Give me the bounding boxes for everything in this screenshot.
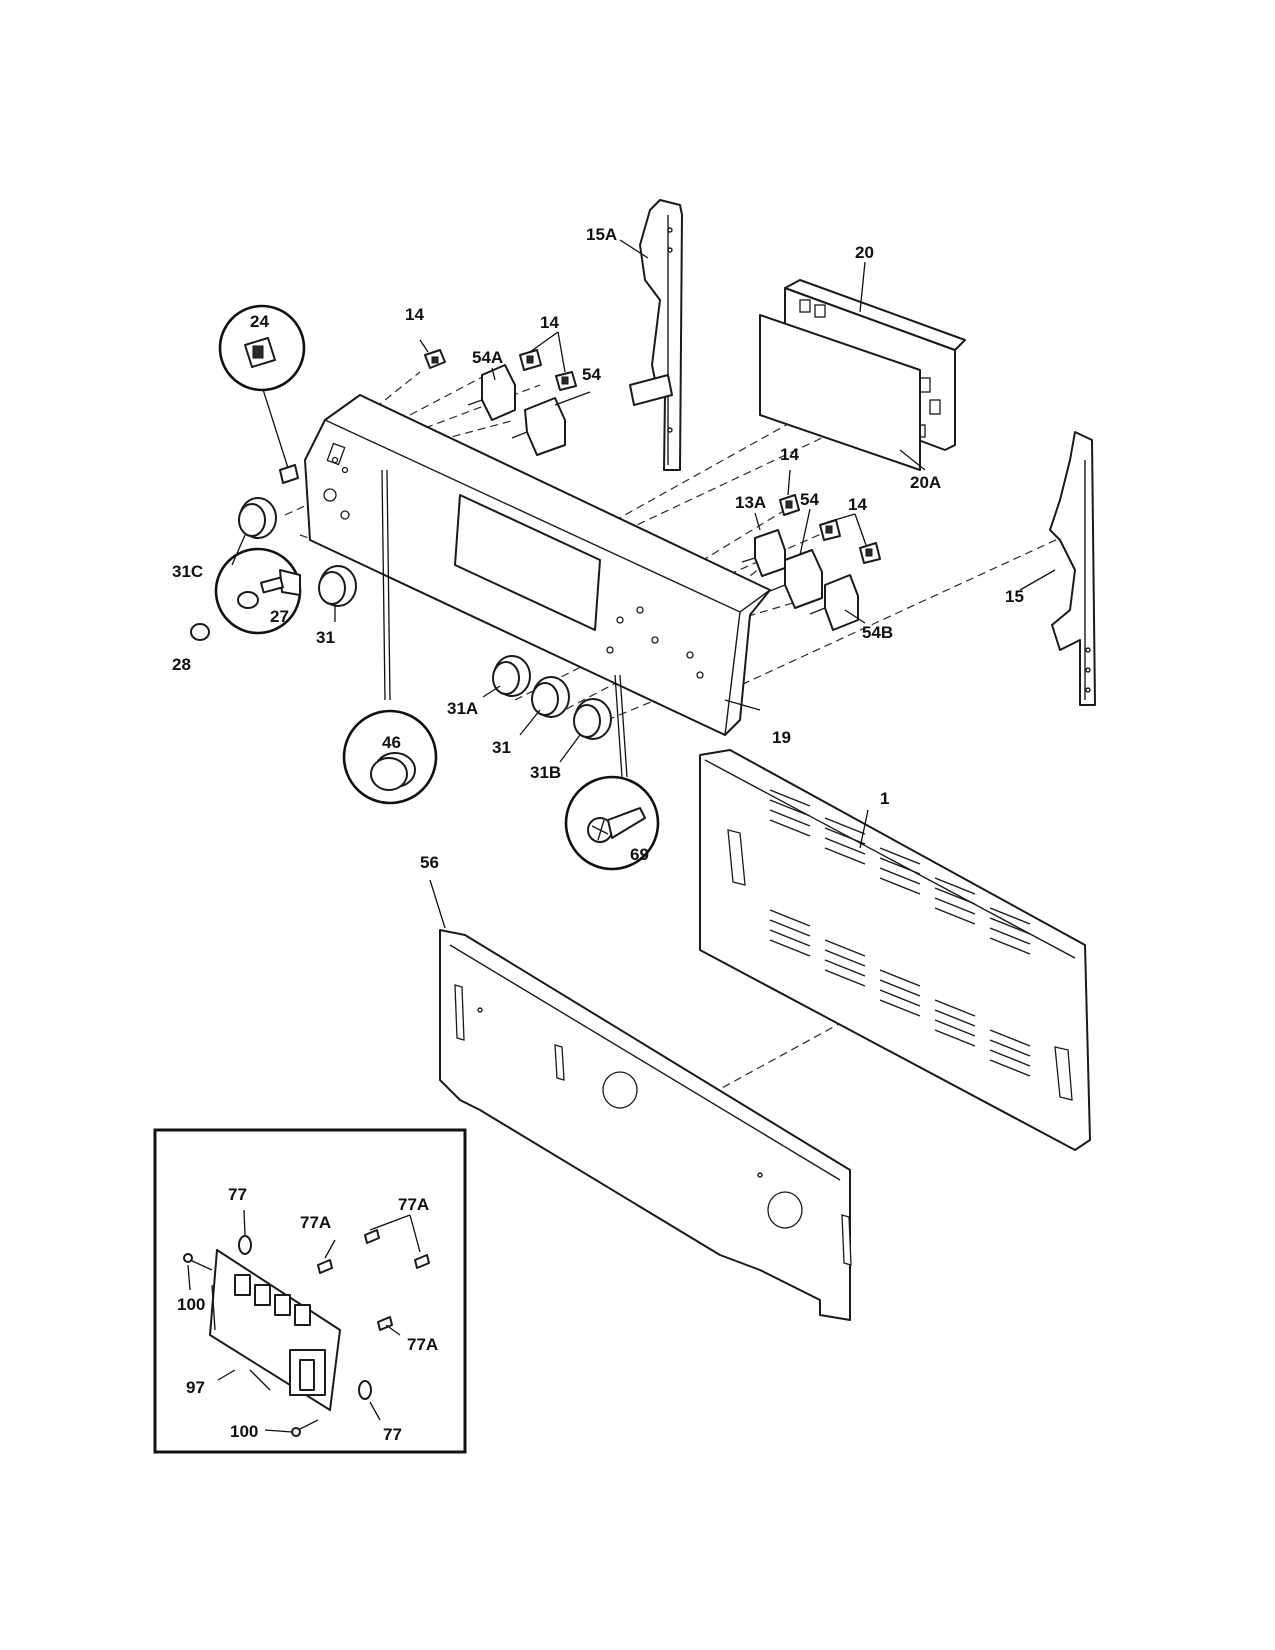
part-labels: 15A 20 24 14 54A 14 54 20A 13A 14 54 14 … [172, 225, 1024, 1444]
label-54-mid: 54 [800, 490, 819, 509]
label-15A: 15A [586, 225, 617, 244]
label-100-bottom: 100 [230, 1422, 258, 1441]
rocker-switch-24 [279, 464, 299, 484]
screw-77-top [238, 1235, 252, 1255]
label-31-left: 31 [316, 628, 335, 647]
switch-13A [741, 529, 786, 577]
switch-54A [467, 364, 516, 421]
screw-100-set [183, 1253, 319, 1437]
label-77-bottom: 77 [383, 1425, 402, 1444]
zoom-circle-27 [214, 547, 302, 635]
zoom-circle-46 [342, 709, 438, 805]
overlay-20A [759, 314, 921, 471]
label-20: 20 [855, 243, 874, 262]
label-54B: 54B [862, 623, 893, 642]
label-27: 27 [270, 607, 289, 626]
label-31C: 31C [172, 562, 203, 581]
zoom-circle-69 [564, 775, 660, 871]
zoom-circle-24 [218, 304, 306, 392]
label-14-top-right: 14 [540, 313, 559, 332]
rear-panel-1 [699, 749, 1091, 1151]
label-24: 24 [250, 312, 269, 331]
label-15: 15 [1005, 587, 1024, 606]
knob-31-center [531, 676, 570, 718]
knob-31C [238, 497, 277, 539]
label-77A-right: 77A [398, 1195, 429, 1214]
label-69: 69 [630, 845, 649, 864]
side-bracket-15A [629, 199, 683, 471]
label-31-center: 31 [492, 738, 511, 757]
switch-14-upper-left [424, 349, 446, 369]
label-77-top: 77 [228, 1185, 247, 1204]
label-97: 97 [186, 1378, 205, 1397]
label-54-top: 54 [582, 365, 601, 384]
control-panel-19 [304, 394, 771, 736]
switch-54B [809, 574, 859, 631]
label-20A: 20A [910, 473, 941, 492]
switch-54-upper [511, 397, 566, 456]
label-14-right: 14 [848, 495, 867, 514]
label-13A: 13A [735, 493, 766, 512]
label-31A: 31A [447, 699, 478, 718]
switch-14-lower-b [859, 542, 881, 564]
cap-28 [190, 623, 210, 641]
knob-31-left [318, 565, 357, 607]
label-77A-left: 77A [300, 1213, 331, 1232]
label-31B: 31B [530, 763, 561, 782]
leader-lines [231, 239, 1056, 929]
label-100-left: 100 [177, 1295, 205, 1314]
label-56: 56 [420, 853, 439, 872]
bottom-panel-56 [439, 929, 852, 1321]
vent-slots [769, 789, 1031, 1077]
label-19: 19 [772, 728, 791, 747]
knob-31A [492, 655, 531, 697]
label-54A: 54A [472, 348, 503, 367]
switch-14-lower-a [819, 519, 841, 541]
switch-54-lower [769, 549, 823, 609]
knob-31B [573, 698, 612, 740]
screw-77-bottom [358, 1380, 372, 1400]
side-bracket-15 [1049, 431, 1096, 706]
label-77A-lower: 77A [407, 1335, 438, 1354]
label-14-top-left: 14 [405, 305, 424, 324]
switch-14-upper-mid [519, 349, 542, 371]
label-28: 28 [172, 655, 191, 674]
label-14-mid: 14 [780, 445, 799, 464]
screw-77A-set [317, 1229, 430, 1331]
label-46: 46 [382, 733, 401, 752]
label-1: 1 [880, 789, 889, 808]
switch-14-upper-right [555, 371, 577, 391]
switch-14-lower-top [779, 494, 800, 516]
inset-board-97 [153, 1128, 467, 1454]
